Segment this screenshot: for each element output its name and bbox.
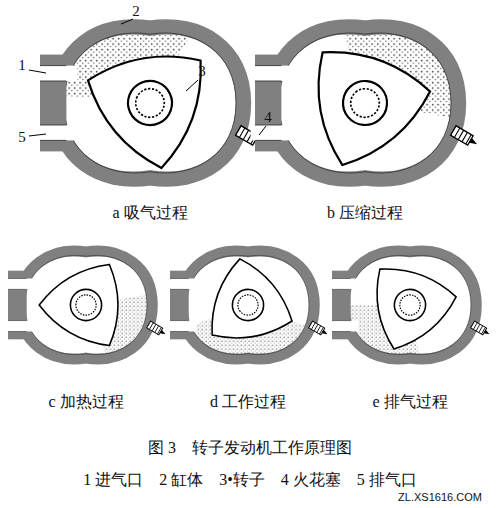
engine-panel-b (251, 0, 497, 179)
engine-panel-d (162, 251, 334, 391)
figure-caption: 图 3 转子发动机工作原理图 (148, 438, 352, 457)
part-key: 1 进气口 2 缸体 3•转子 4 火花塞 5 排气口 (83, 470, 417, 489)
engine-panel-e (309, 251, 492, 391)
watermark: ZL.XS1616.COM (398, 491, 482, 504)
leader-lines (29, 19, 266, 136)
panel-label: d 工作过程 (210, 392, 286, 411)
panel-label: b 压缩过程 (327, 203, 403, 222)
callout-number: 1 (18, 56, 26, 74)
callout-number: 3 (198, 62, 206, 80)
engine-panel-c (5, 251, 180, 383)
panel-label: e 排气过程 (372, 392, 447, 411)
callout-number: 5 (18, 128, 26, 146)
engine-panel-a (18, 0, 265, 179)
callout-number: 2 (132, 2, 140, 20)
callout-number: 4 (264, 108, 272, 126)
panel-label: a 吸气过程 (112, 203, 187, 222)
panel-label: c 加热过程 (48, 392, 123, 411)
